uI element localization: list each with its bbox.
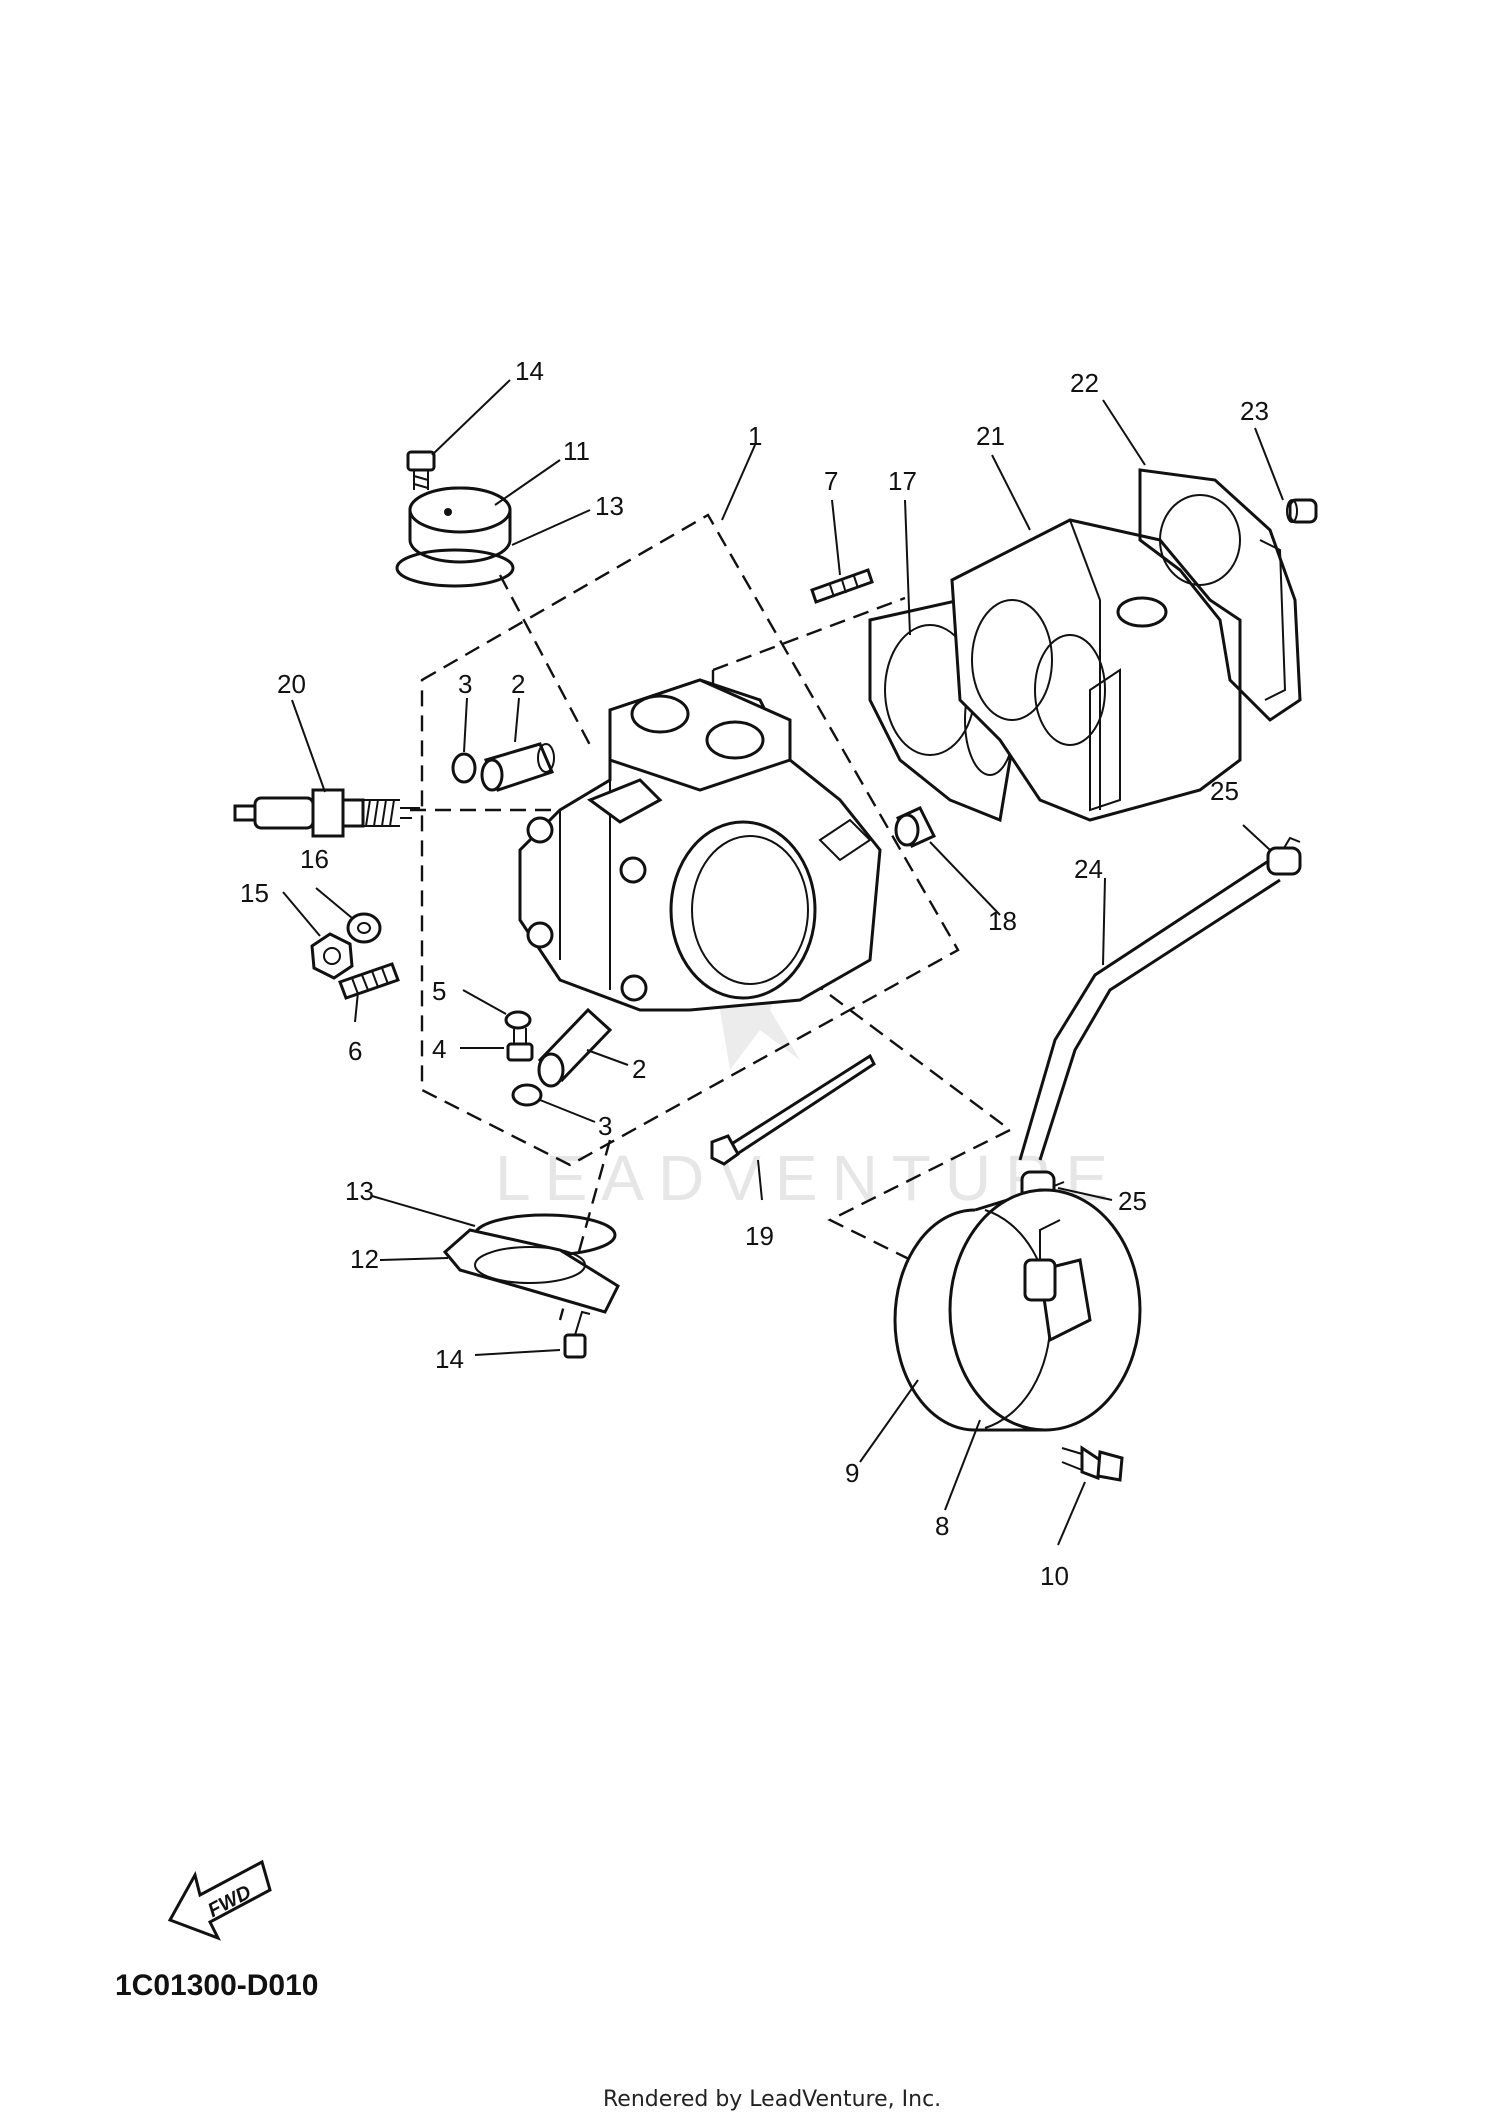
- callout-2-top: 2: [511, 669, 525, 699]
- part-10-bolt: [1061, 1445, 1124, 1482]
- callout-14-top: 14: [515, 356, 544, 386]
- callout-11: 11: [563, 436, 590, 466]
- part-19-long-bolt: [710, 1053, 876, 1166]
- diagram-code: 1C01300-D010: [115, 1969, 318, 2002]
- part-20-spark-plug: [233, 788, 420, 838]
- callout-14-bottom: 14: [435, 1344, 464, 1374]
- part-7-stud: [810, 568, 874, 604]
- part-6-stud: [338, 962, 400, 1000]
- callout-25-top: 25: [1210, 776, 1239, 806]
- part-15-nut: [310, 932, 354, 980]
- callout-16: 16: [300, 844, 329, 874]
- callout-19: 19: [745, 1221, 774, 1251]
- fwd-arrow-icon: FWD: [167, 1859, 272, 1941]
- callout-10: 10: [1040, 1561, 1069, 1591]
- callout-5: 5: [432, 976, 446, 1006]
- callout-7: 7: [824, 466, 838, 496]
- rendered-by-footer: Rendered by LeadVenture, Inc.: [603, 2087, 941, 2112]
- callout-1: 1: [748, 421, 762, 451]
- part-4-bolt: [506, 1028, 534, 1062]
- leader-lines: [282, 379, 1284, 1546]
- callout-25-bottom: 25: [1118, 1186, 1147, 1216]
- callout-22: 22: [1070, 368, 1099, 398]
- callouts: 14 11 13 1 7 17 21 22 23 20 3 2 25 16 24…: [240, 356, 1269, 1591]
- callout-3-top: 3: [458, 669, 472, 699]
- callout-13-top: 13: [595, 491, 624, 521]
- part-9-housing-cover: [893, 1188, 1142, 1432]
- callout-21: 21: [976, 421, 1005, 451]
- part-2-bottom-sleeve: [537, 1007, 613, 1088]
- part-1-cylinder-head: [518, 678, 882, 1012]
- part-8-outlet: [1023, 1219, 1092, 1343]
- callout-12: 12: [350, 1244, 379, 1274]
- part-14-top-bolt: [406, 450, 436, 490]
- part-3-bottom-oring: [511, 1083, 543, 1107]
- callout-18: 18: [988, 906, 1017, 936]
- callout-23: 23: [1240, 396, 1269, 426]
- callout-9: 9: [845, 1458, 859, 1488]
- callout-15: 15: [240, 878, 269, 908]
- part-5-washer: [504, 1010, 532, 1030]
- callout-24: 24: [1074, 854, 1103, 884]
- callout-13-bottom: 13: [345, 1176, 374, 1206]
- part-22-base-gasket: [1138, 468, 1302, 722]
- callout-17: 17: [888, 466, 917, 496]
- part-21-cylinder: [950, 518, 1242, 822]
- part-13-top-gasket: [395, 548, 515, 588]
- part-25-top-clamp: [1266, 836, 1302, 876]
- callout-6: 6: [348, 1036, 362, 1066]
- callout-20: 20: [277, 669, 306, 699]
- part-18-dowel: [894, 806, 937, 848]
- part-14-bottom-bolt: [563, 1310, 591, 1359]
- callout-8: 8: [935, 1511, 949, 1541]
- callout-4: 4: [432, 1034, 446, 1064]
- callout-3-bottom: 3: [598, 1111, 612, 1141]
- part-2-top-sleeve: [480, 742, 555, 792]
- part-24-hose: [1018, 858, 1281, 1161]
- part-23-dowel: [1286, 498, 1318, 524]
- part-16-washer: [346, 912, 382, 944]
- part-12-cover-plate: [442, 1228, 620, 1314]
- callout-2-bottom: 2: [632, 1054, 646, 1084]
- part-3-top-oring: [451, 752, 477, 784]
